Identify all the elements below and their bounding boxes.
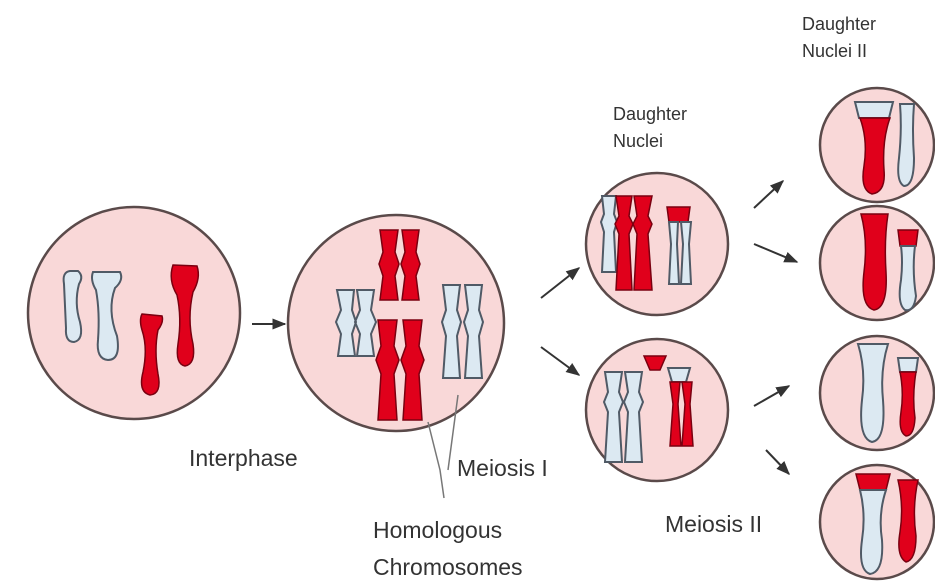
label-meiosis-2: Meiosis II (665, 511, 762, 539)
label-meiosis-1: Meiosis I (457, 455, 548, 483)
interphase-cell (28, 207, 240, 419)
daughter-nucleus-ii-2 (820, 206, 934, 320)
label-interphase: Interphase (189, 445, 298, 473)
chromatid-red (900, 372, 916, 436)
interphase-cell-membrane (28, 207, 240, 419)
arrow-to-nucleus-ii-4 (766, 450, 789, 474)
daughter-nucleus-ii-4 (820, 465, 934, 579)
label-daughter-nuclei-line2: Nuclei (613, 131, 663, 153)
arrow-to-daughter-bottom (541, 347, 579, 375)
chromatid-red (898, 230, 918, 246)
arrow-to-nucleus-ii-2 (754, 244, 797, 262)
daughter-nucleus-top (586, 173, 728, 315)
chromosome-light (668, 368, 690, 382)
daughter-nucleus-ii-3 (820, 336, 934, 450)
chromatid-light (898, 358, 918, 372)
chromatid-light (900, 246, 916, 310)
chromatid-light (855, 102, 893, 118)
label-daughter-nuclei-ii-line1: Daughter (802, 14, 876, 36)
chromosome-light (601, 196, 617, 272)
arrow-to-daughter-top (541, 268, 579, 298)
label-homologous-line1: Homologous (373, 517, 502, 545)
chromatid-red (898, 480, 918, 562)
chromatid-red (856, 474, 890, 490)
chromosome-red (667, 207, 690, 222)
arrow-to-nucleus-ii-3 (754, 386, 789, 406)
chromatid-light (898, 104, 914, 186)
chromatid-red (861, 214, 888, 310)
label-daughter-nuclei-line1: Daughter (613, 104, 687, 126)
daughter-nucleus-bottom (586, 339, 728, 481)
arrow-to-nucleus-ii-1 (754, 181, 783, 208)
label-daughter-nuclei-ii-line2: Nuclei II (802, 41, 867, 63)
daughter-nucleus-ii-1 (820, 88, 934, 202)
label-homologous-line2: Chromosomes (373, 554, 523, 582)
